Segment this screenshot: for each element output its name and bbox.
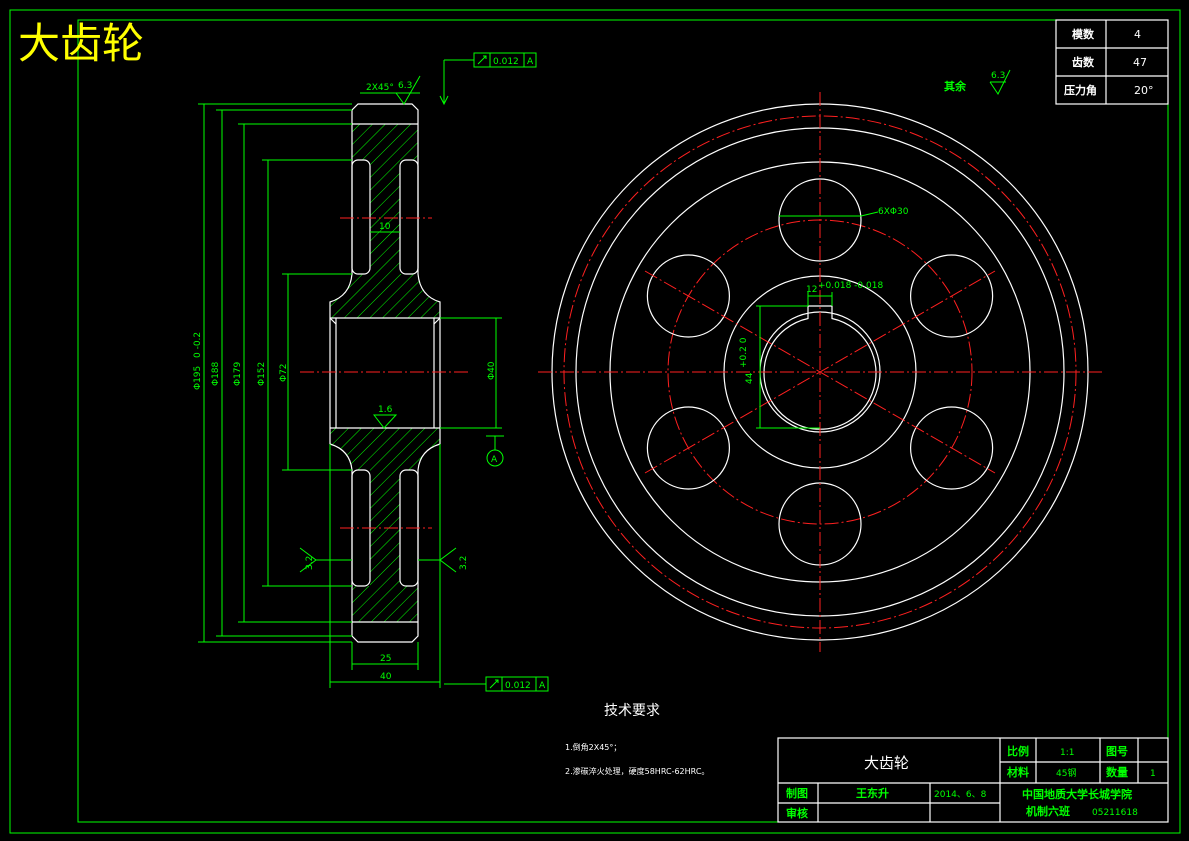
lightening-hole-5 — [646, 406, 731, 490]
roughness-symbol-icon — [989, 69, 1011, 95]
dim-chamfer: 2X45° — [366, 83, 394, 93]
hatch-web-top — [370, 160, 400, 274]
roughness-right-icon — [439, 547, 457, 573]
diameter-dimensions: Φ195 0 -0.2 Φ188 Φ179 Φ152 Φ72 Φ40 — [193, 103, 502, 643]
inner-border — [77, 19, 1169, 823]
technical-requirements: 技术要求 1.倒角2X45°； 2.渗碳淬火处理，硬度58HRC-62HRC。 — [565, 703, 709, 776]
lightening-hole-3 — [909, 406, 994, 490]
title-drawing-no-label: 图号 — [1106, 745, 1128, 758]
dim-dia-72: Φ72 — [279, 363, 289, 382]
runout-top-icon — [477, 55, 487, 65]
runout-top-frame — [473, 52, 537, 68]
tech-req-item-2: 2.渗碳淬火处理，硬度58HRC-62HRC。 — [565, 766, 709, 776]
param-value-angle: 20° — [1134, 84, 1154, 97]
lightening-hole-2 — [909, 254, 994, 338]
front-view: 6XΦ30 12 +0.018 -0.018 44 +0.2 0 — [538, 92, 1102, 652]
runout-top-value: 0.012 — [493, 57, 519, 67]
dim-keyway-depth-tol: +0.2 0 — [739, 337, 749, 368]
web-pocket-top-right — [399, 159, 419, 275]
dim-dia-179: Φ179 — [233, 361, 243, 386]
title-student-id: 05211618 — [1092, 808, 1138, 818]
param-value-teeth: 47 — [1133, 56, 1147, 69]
dim-width-25: 25 — [380, 654, 391, 664]
runout-top-datum: A — [527, 57, 534, 67]
dim-dia-188: Φ188 — [211, 361, 221, 386]
dim-keyway-width: 12 — [806, 285, 817, 295]
hatch-rim-bottom — [352, 586, 418, 622]
title-school: 中国地质大学长城学院 — [1022, 787, 1132, 801]
web-pocket-top-left — [351, 159, 371, 275]
section-view: Φ195 0 -0.2 Φ188 Φ179 Φ152 Φ72 Φ40 10 2X… — [193, 52, 549, 692]
dim-web-thickness: 10 — [379, 222, 391, 232]
title-quantity-label: 数量 — [1106, 765, 1128, 779]
dim-dia-outer-tol: 0 -0.2 — [193, 332, 203, 358]
drawing-title: 大齿轮 — [18, 19, 144, 68]
param-label-teeth: 齿数 — [1072, 55, 1095, 69]
runout-bottom-icon — [489, 679, 499, 689]
param-label-angle: 压力角 — [1064, 83, 1097, 97]
title-drawn-label: 制图 — [786, 786, 808, 800]
section-outline — [329, 103, 441, 643]
dim-dia-152: Φ152 — [257, 362, 267, 386]
hatch-rim-top — [352, 124, 418, 160]
dim-keyway-tol: +0.018 -0.018 — [818, 281, 883, 291]
roughness-top-value: 6.3 — [398, 81, 412, 91]
title-scale-label: 比例 — [1007, 744, 1029, 758]
roughness-left-value: 3.2 — [305, 556, 315, 570]
parameter-table: 模数 4 齿数 47 压力角 20° — [1055, 19, 1169, 105]
title-checked-label: 审核 — [786, 806, 808, 820]
title-scale-value: 1:1 — [1060, 748, 1074, 758]
title-drawn-name: 王东升 — [856, 786, 889, 800]
title-material-value: 45钢 — [1056, 767, 1076, 779]
roughness-note-label: 其余 — [944, 79, 967, 93]
roughness-top-icon — [395, 75, 421, 105]
tech-req-title: 技术要求 — [604, 703, 660, 719]
bore-roughness-icon — [372, 414, 398, 429]
bore-roughness-value: 1.6 — [378, 405, 393, 415]
roughness-right-value: 3.2 — [459, 556, 469, 570]
lightening-hole-6 — [646, 254, 731, 338]
surface-roughness-note: 其余 6.3 — [944, 69, 1011, 95]
dim-holes: 6XΦ30 — [878, 207, 909, 217]
bore-keyway — [763, 305, 877, 430]
outer-border — [9, 9, 1181, 834]
title-material-label: 材料 — [1007, 765, 1029, 779]
runout-bottom-datum: A — [539, 681, 546, 691]
title-part-name: 大齿轮 — [864, 754, 909, 772]
dim-keyway-depth: 44 — [745, 372, 755, 384]
datum-circle — [486, 449, 504, 467]
dim-dia-outer: Φ195 — [193, 366, 203, 390]
dim-width-40: 40 — [380, 672, 392, 682]
roughness-note-value: 6.3 — [991, 71, 1005, 81]
datum-label: A — [491, 455, 498, 465]
param-label-module: 模数 — [1072, 27, 1095, 41]
title-class: 机制六班 — [1026, 804, 1070, 818]
title-block: 大齿轮 比例 1:1 图号 材料 45钢 数量 1 制图 王东升 2014、6、… — [777, 737, 1169, 823]
tech-req-item-1: 1.倒角2X45°； — [565, 742, 621, 752]
title-drawn-date: 2014、6、8 — [934, 790, 987, 800]
hatch-hub-bottom — [330, 428, 440, 470]
runout-bottom-frame — [485, 676, 549, 692]
lightening-hole-1 — [778, 178, 862, 262]
param-value-module: 4 — [1134, 28, 1141, 41]
hatch-hub-top — [330, 274, 440, 318]
title-quantity-value: 1 — [1150, 769, 1156, 779]
dim-dia-40: Φ40 — [487, 361, 497, 380]
runout-bottom-value: 0.012 — [505, 681, 531, 691]
